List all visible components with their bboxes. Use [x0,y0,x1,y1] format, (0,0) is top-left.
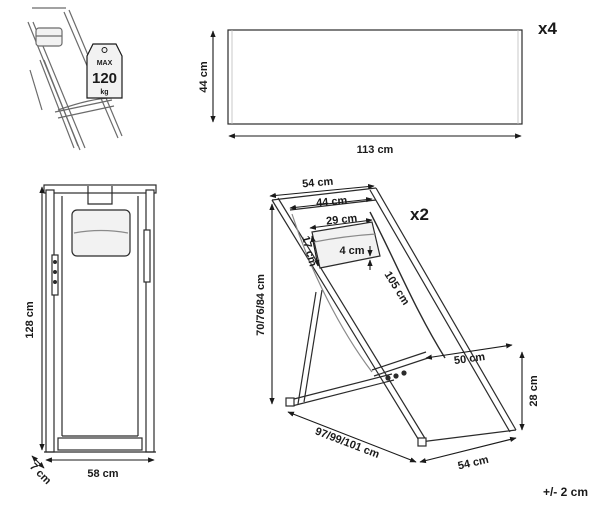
side-pillow-width-label: 29 cm [326,212,358,227]
side-heights-label: 70/76/84 cm [255,274,267,336]
side-base-lengths-label: 97/99/101 cm [313,425,381,461]
weight-badge: MAX 120 kg [86,43,123,99]
fabric-length-dimension: 113 cm [228,133,522,156]
tolerance-note: +/- 2 cm [543,485,588,499]
front-height-dimension: 128 cm [24,186,45,451]
side-seat-width-label: 50 cm [453,351,486,367]
side-top-outer-dimension: 54 cm [269,176,375,199]
side-base-width-dimension: 54 cm [419,436,517,473]
side-base-lengths-dimension: 97/99/101 cm [287,411,417,463]
fabric-panel [227,29,523,125]
fabric-height-label: 44 cm [198,61,210,92]
side-seat-height-dimension: 28 cm [519,351,540,431]
front-width-dimension: 58 cm [45,457,155,480]
badge-max-text: MAX [97,60,113,67]
side-top-outer-label: 54 cm [302,176,334,191]
front-depth-label: 7 cm [27,461,53,487]
chair-front-view [43,184,157,453]
side-top-inner-dimension: 44 cm [289,195,373,210]
front-width-label: 58 cm [87,468,118,480]
side-pillow-depth-label: 4 cm [339,245,364,257]
front-height-label: 128 cm [24,301,36,339]
side-seat-width-dimension: 50 cm [425,343,513,367]
side-pillow-depth-dimension: 4 cm [339,245,373,270]
fabric-height-dimension: 44 cm [198,30,216,123]
fabric-length-label: 113 cm [357,144,394,156]
badge-weight-text: 120 [92,70,117,87]
side-quantity-label: x2 [410,205,429,224]
side-top-inner-label: 44 cm [316,195,348,210]
side-heights-dimension: 70/76/84 cm [255,203,275,405]
side-seat-height-label: 28 cm [528,375,540,406]
chair-side-view [271,187,517,447]
side-pillow-width-dimension: 29 cm [309,212,373,230]
badge-unit-text: kg [100,89,108,96]
front-depth-dimension: 7 cm [27,455,53,487]
fabric-quantity-label: x4 [538,19,557,38]
side-base-width-label: 54 cm [457,454,490,473]
